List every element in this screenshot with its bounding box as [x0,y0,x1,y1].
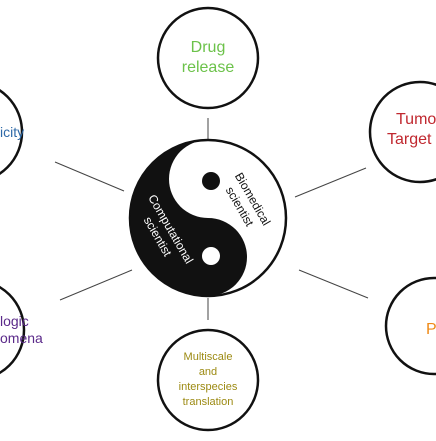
node-top-line-2: release [182,59,235,76]
yin-dot-black [202,172,220,190]
node-top-left: icity [0,89,24,175]
connectors [54,118,369,320]
node-bottom-line-3: interspecies [179,381,238,393]
yin-yang-icon: Biomedical scientist Computational scien… [128,138,288,298]
connector-top-right [294,167,367,198]
node-bottom-left-line-2: omena [0,330,43,346]
node-bottom-left: logic omena [0,285,43,375]
node-bottom-right-line-1: P [426,321,436,338]
connector-bottom-left [59,269,133,301]
node-bottom-line-2: and [199,366,217,378]
connector-top-left [54,161,125,192]
node-top-line-1: Drug [191,39,226,56]
yang-dot-white [202,247,220,265]
connector-bottom-right [298,269,369,299]
node-top-right: Tumo Target [368,80,436,184]
node-bottom-line-4: translation [183,396,234,408]
node-top: Drug release [156,6,260,110]
node-top-right-line-1: Tumo [396,111,436,128]
node-bottom-right: P [384,276,436,376]
node-bottom-line-1: Multiscale [184,351,233,363]
node-bottom-left-line-1: logic [0,313,29,329]
node-bottom: Multiscale and interspecies translation [156,328,260,432]
node-top-left-line-1: icity [0,124,24,140]
node-top-right-line-2: Target [387,131,432,148]
